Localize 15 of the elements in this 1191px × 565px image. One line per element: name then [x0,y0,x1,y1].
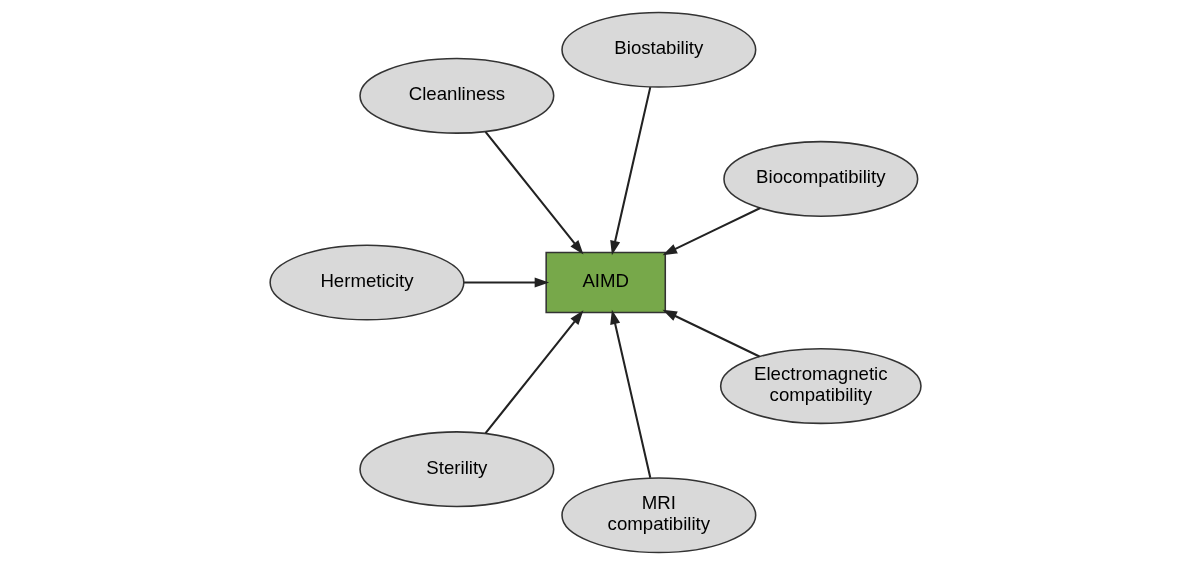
node-ellipse: Biocompatibility [723,140,919,217]
node-ellipse: MRI compatibility [561,477,757,554]
arrow [464,277,550,288]
node-ellipse: Electromagnetic compatibility [719,348,922,425]
node-ellipse: Sterility [359,431,555,508]
arrow [610,86,652,256]
arrow [484,310,584,434]
node-box: AIMD [545,251,667,314]
node-ellipse: Hermeticity [269,244,465,321]
node-ellipse: Cleanliness [359,57,555,134]
arrow [662,309,760,358]
arrow [484,131,584,255]
arrow [610,309,652,479]
arrow [662,207,761,256]
node-ellipse: Biostability [561,11,757,88]
